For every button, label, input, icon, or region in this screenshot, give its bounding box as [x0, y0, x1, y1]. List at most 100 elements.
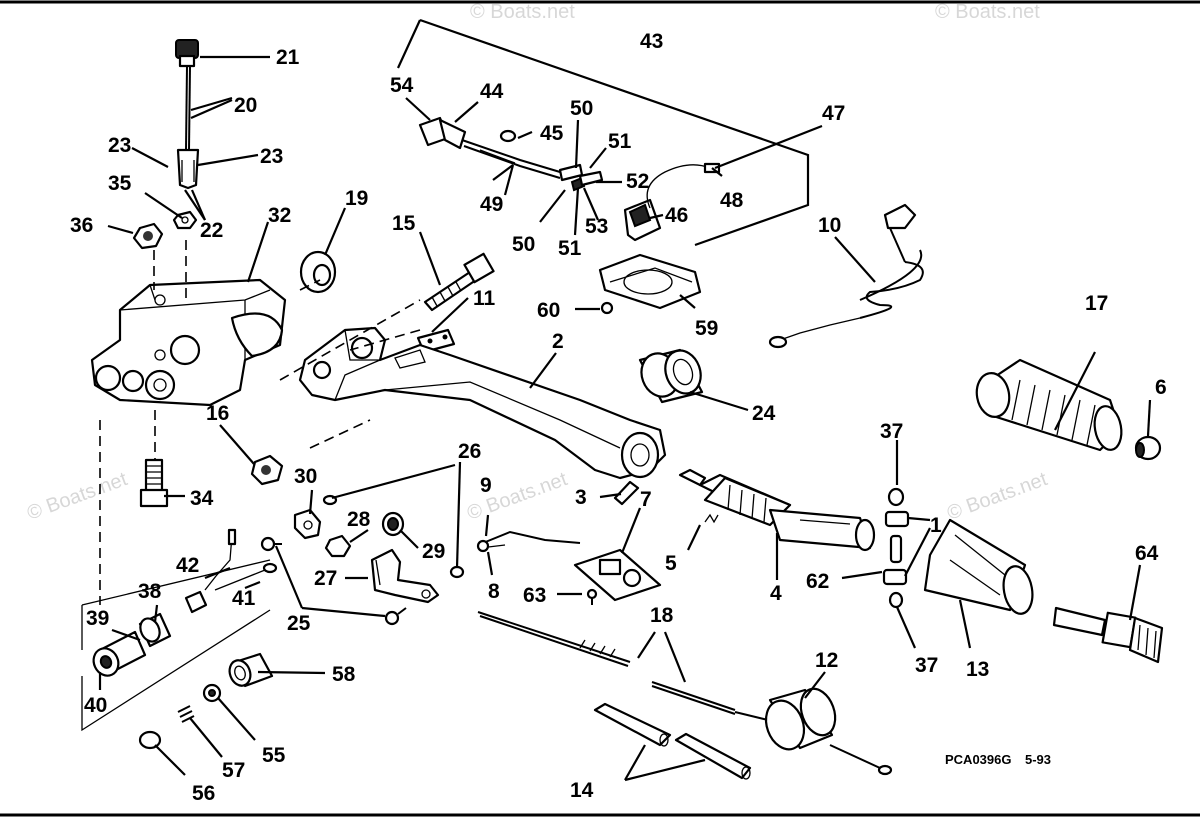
callout-13: 13: [966, 658, 989, 681]
callout-47: 47: [822, 102, 845, 125]
callout-58: 58: [332, 663, 356, 686]
watermark-top-right: © Boats.net: [935, 1, 1040, 23]
part-29-gear-icon: [381, 511, 405, 537]
callout-64: 64: [1135, 542, 1159, 565]
part-15-bolt-icon: [423, 252, 495, 312]
callout-27: 27: [314, 567, 337, 590]
assembly-lines: [81, 240, 421, 732]
callout-20: 20: [234, 94, 257, 117]
callout-3: 3: [575, 486, 587, 509]
callout-36: 36: [70, 214, 93, 237]
watermark-top-center: © Boats.net: [470, 1, 575, 23]
callout-1: 1: [930, 514, 942, 537]
callout-45: 45: [540, 122, 564, 145]
part-19-washer-icon: [299, 250, 337, 294]
callout-46: 46: [665, 204, 688, 227]
part-45-oring-icon: [499, 129, 517, 143]
callout-23-right: 23: [260, 145, 283, 168]
part-41-lead-icon: [214, 562, 278, 591]
part-1-friction-block-icon: [882, 510, 910, 586]
part-63-screw-icon: [586, 588, 598, 605]
callout-55: 55: [262, 744, 286, 767]
callout-14: 14: [570, 779, 594, 802]
part-44-harness-icon: [461, 139, 561, 179]
callout-labels: 21 20 23 23 35 22 36 32 19 15 11 2 16 34…: [70, 30, 1167, 805]
part-4-throttle-tube-icon: [678, 468, 876, 552]
callout-8: 8: [488, 580, 500, 603]
part-3-pin-icon: [613, 480, 640, 506]
reference-code: PCA0396G: [945, 752, 1011, 767]
callout-38: 38: [138, 580, 162, 603]
callout-21: 21: [276, 46, 300, 69]
part-2-tiller-arm-icon: [298, 326, 667, 480]
callout-43: 43: [640, 30, 663, 53]
callout-25: 25: [287, 612, 311, 635]
callout-40: 40: [84, 694, 107, 717]
part-42-lead-icon: [204, 528, 237, 591]
callout-62: 62: [806, 570, 829, 593]
callout-41: 41: [232, 587, 256, 610]
part-40-switch-knob-icon: [92, 630, 147, 677]
part-9-lead-icon: [476, 530, 581, 553]
callout-24: 24: [752, 402, 776, 425]
callout-28: 28: [347, 508, 371, 531]
part-7-bracket-icon: [573, 548, 662, 602]
figure-reference: PCA0396G 5-93: [945, 752, 1051, 767]
callout-9: 9: [480, 474, 492, 497]
callout-51-top: 51: [608, 130, 632, 153]
part-32-tiller-bracket-icon: [90, 278, 287, 407]
callout-42: 42: [176, 554, 199, 577]
callout-5: 5: [665, 552, 677, 575]
callout-11: 11: [473, 287, 496, 310]
callout-39: 39: [86, 607, 109, 630]
callout-15: 15: [392, 212, 416, 235]
part-56-screw-icon: [138, 730, 162, 750]
callout-18: 18: [650, 604, 674, 627]
callout-12: 12: [815, 649, 838, 672]
part-25-screw-icon: [260, 536, 407, 626]
callout-22: 22: [200, 219, 223, 242]
part-48-lead-icon: [646, 162, 721, 209]
callout-17: 17: [1085, 292, 1108, 315]
part-16-locknut-icon: [250, 454, 284, 486]
callout-10: 10: [818, 214, 841, 237]
callout-34: 34: [190, 487, 214, 510]
callout-51-bottom: 51: [558, 237, 582, 260]
part-57-spring-icon: [177, 705, 195, 723]
callout-53: 53: [585, 215, 608, 238]
callout-30: 30: [294, 465, 317, 488]
part-10-lanyard-icon: [768, 203, 924, 349]
callout-2: 2: [552, 330, 564, 353]
part-14-tube-icon: [593, 702, 752, 780]
part-27-lever-icon: [370, 548, 440, 604]
part-5-spring-icon: [704, 513, 719, 524]
part-59-mount-plate-icon: [598, 253, 702, 310]
callout-63: 63: [523, 584, 546, 607]
callout-23-left: 23: [108, 134, 131, 157]
part-21-boot-cap-icon: [175, 39, 199, 68]
part-13-grip-icon: [923, 518, 1034, 615]
reference-date: 5-93: [1025, 752, 1051, 767]
part-6-end-cap-icon: [1134, 435, 1162, 461]
part-51-terminal-icon: [578, 170, 604, 187]
callout-37-top: 37: [880, 420, 903, 443]
part-20-wire-icon: [185, 65, 191, 151]
part-54-connector-icon: [418, 116, 467, 150]
callout-26: 26: [458, 440, 481, 463]
callout-6: 6: [1155, 376, 1167, 399]
callout-50-top: 50: [570, 97, 593, 120]
leader-lines: [98, 18, 1152, 782]
callout-57: 57: [222, 759, 245, 782]
callout-44: 44: [480, 80, 504, 103]
callout-48: 48: [720, 189, 744, 212]
callout-37-bottom: 37: [915, 654, 938, 677]
callout-59: 59: [695, 317, 718, 340]
part-37-bushing-icon: [887, 487, 905, 609]
callout-16: 16: [206, 402, 229, 425]
part-36-nut-icon: [132, 222, 164, 250]
callout-35: 35: [108, 172, 132, 195]
callout-32: 32: [268, 204, 291, 227]
part-24-bushing-icon: [638, 348, 704, 404]
part-64-stop-switch-icon: [1052, 606, 1164, 664]
